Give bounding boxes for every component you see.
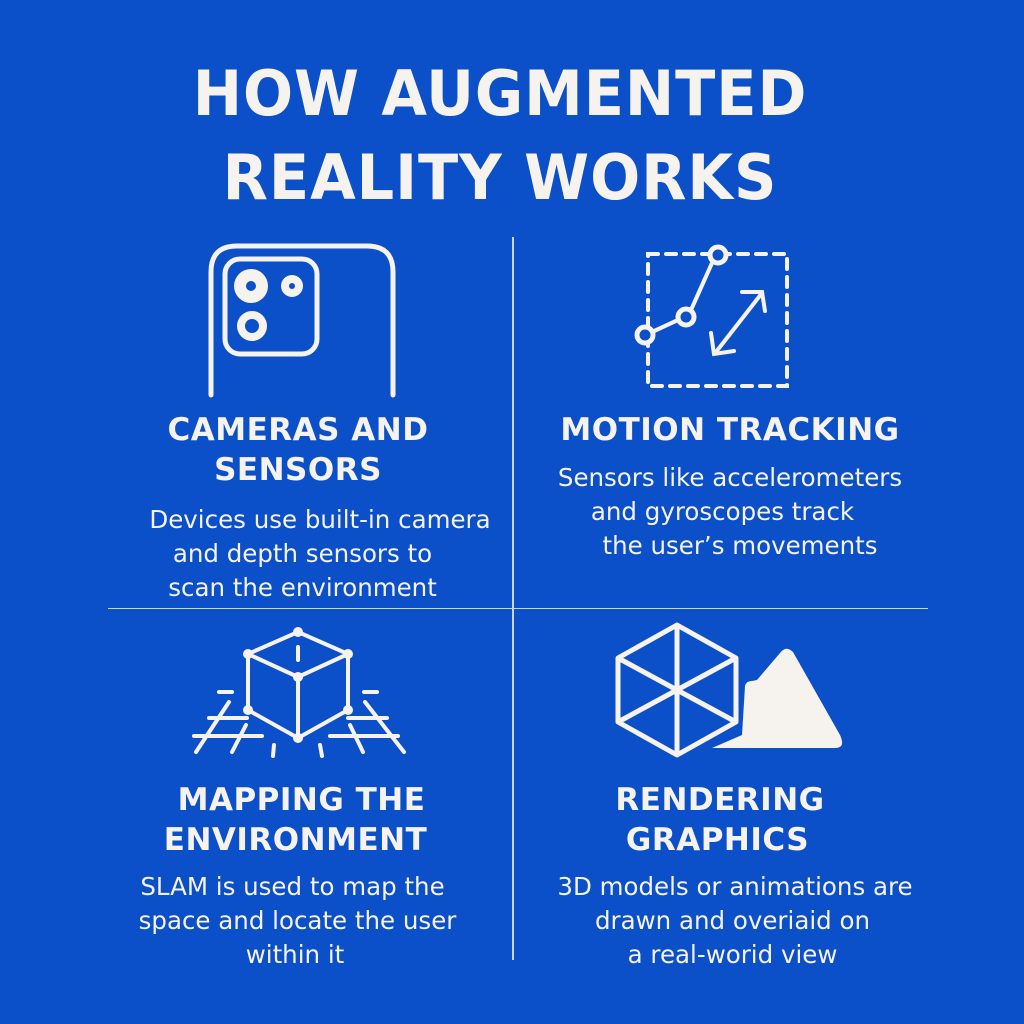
section-description: Sensors like accelerometers and gyroscop… — [520, 461, 940, 563]
page-title: HOW AUGMENTED REALITY WORKS — [25, 52, 975, 220]
description-line: and depth sensors to — [172, 539, 433, 568]
heading-line: MOTION TRACKING — [560, 412, 900, 448]
description-line: Sensors like accelerometers — [557, 463, 903, 492]
description-line: a real-worid view — [627, 940, 838, 969]
description-line: scan the environment — [168, 573, 437, 602]
description-line: SLAM is used to map the — [140, 872, 445, 901]
description-line: space and locate the user — [138, 906, 457, 935]
description-line: drawn and overiaid on — [595, 906, 870, 935]
section-heading: MAPPING THE ENVIRONMENT — [100, 780, 500, 860]
title-line-2: REALITY WORKS — [222, 141, 778, 214]
heading-line: GRAPHICS — [625, 822, 810, 858]
section-heading: RENDERING GRAPHICS — [520, 780, 920, 860]
heading-line: SENSORS — [214, 452, 382, 488]
smartphone-camera-icon — [208, 243, 396, 398]
section-description: SLAM is used to map the space and locate… — [95, 870, 495, 972]
motion-tracking-icon — [634, 244, 789, 388]
heading-line: ENVIRONMENT — [163, 822, 428, 858]
description-line: Devices use built-in camera — [149, 505, 491, 534]
section-heading: MOTION TRACKING — [530, 410, 930, 450]
title-line-1: HOW AUGMENTED — [192, 57, 808, 130]
heading-line: MAPPING THE — [177, 782, 426, 818]
description-line: 3D models or animations are — [557, 872, 913, 901]
heading-line: RENDERING — [615, 782, 825, 818]
heading-line: CAMERAS AND — [167, 412, 429, 448]
section-description: Devices use built-in camera and depth se… — [110, 503, 520, 605]
description-line: within it — [245, 940, 345, 969]
section-description: 3D models or animations are drawn and ov… — [525, 870, 945, 972]
section-heading: CAMERAS AND SENSORS — [110, 410, 486, 490]
description-line: the user’s movements — [602, 531, 878, 560]
vertical-divider — [512, 237, 514, 960]
cube-grid-mapping-icon — [192, 627, 406, 758]
horizontal-divider — [108, 608, 928, 609]
hexagon-mountain-render-icon — [615, 622, 843, 758]
description-line: and gyroscopes track — [590, 497, 855, 526]
